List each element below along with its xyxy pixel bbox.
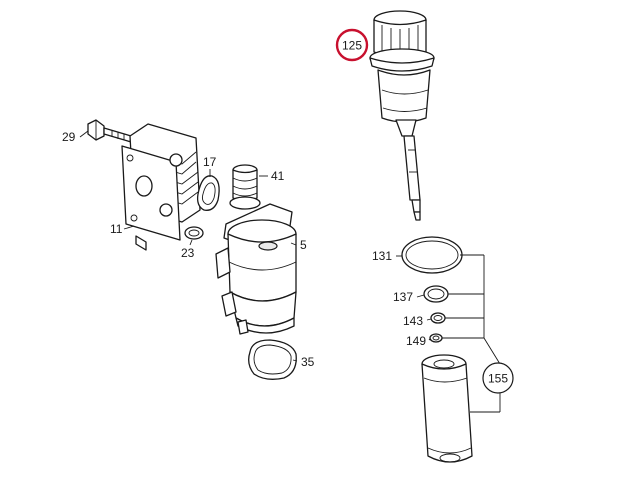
callout-125-highlight-ring (335, 28, 369, 62)
callout-131-label: 131 (372, 249, 392, 263)
part-29-bolt[interactable] (87, 119, 139, 145)
callout-5: 5 (290, 238, 307, 252)
callout-35-label: 35 (301, 355, 315, 369)
part-17-seal[interactable] (196, 175, 220, 211)
part-131-oring-large[interactable] (401, 236, 463, 274)
callout-125: 125 (335, 28, 369, 62)
callout-155-label: 155 (488, 372, 508, 386)
callout-29-label: 29 (62, 130, 76, 144)
callout-23-label: 23 (181, 246, 195, 260)
callout-155-ring (482, 362, 514, 394)
part-155-filter-element[interactable] (421, 354, 473, 463)
callout-125-label: 125 (342, 39, 362, 53)
callout-41-label: 41 (271, 169, 285, 183)
callout-41: 41 (259, 169, 285, 183)
callout-5-label: 5 (300, 238, 307, 252)
callout-137: 137 (393, 290, 425, 304)
part-143-oring-small[interactable] (430, 312, 446, 324)
callout-11-label: 11 (110, 222, 123, 236)
callout-143: 143 (403, 314, 432, 328)
callout-17-label: 17 (203, 155, 217, 169)
part-11-oil-cooler[interactable] (121, 123, 201, 251)
callout-137-label: 137 (393, 290, 413, 304)
callout-23: 23 (181, 239, 195, 260)
callout-17: 17 (203, 155, 217, 177)
callout-143-label: 143 (403, 314, 423, 328)
part-41-connector[interactable] (229, 164, 261, 210)
callout-149: 149 (406, 334, 431, 348)
part-137-oring[interactable] (423, 285, 449, 303)
part-125-filter-cap-assembly[interactable] (369, 10, 435, 221)
callout-35: 35 (292, 355, 315, 369)
part-5-filter-housing[interactable] (215, 203, 297, 335)
part-149-seal-small[interactable] (429, 333, 443, 343)
callout-131: 131 (372, 249, 402, 263)
callout-155: 155 (482, 362, 514, 394)
callout-149-label: 149 (406, 334, 426, 348)
callout-11: 11 (110, 222, 135, 236)
part-35-gasket[interactable] (248, 339, 297, 380)
callout-29: 29 (62, 130, 89, 144)
part-23-ring[interactable] (184, 226, 204, 240)
